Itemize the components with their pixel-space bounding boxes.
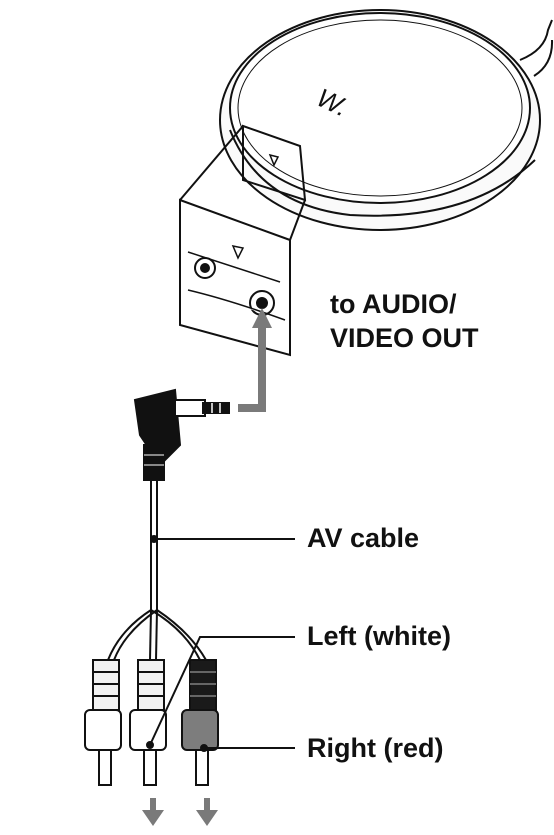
down-arrow-icon: [142, 798, 218, 826]
left-white-label: Left (white): [307, 621, 451, 651]
av-cable: [107, 480, 207, 661]
mini-plug: [133, 388, 230, 481]
audio-video-out-line2: VIDEO OUT: [330, 323, 479, 353]
cd-player-device: W.: [219, 9, 554, 231]
right-red-label: Right (red): [307, 733, 444, 763]
audio-video-out-line1: to AUDIO/: [330, 289, 457, 319]
rca-plug-video: [84, 659, 122, 786]
leader-lines: [146, 535, 295, 752]
audio-video-out-label: to AUDIO/ VIDEO OUT: [330, 287, 479, 355]
small-triangle-icon: [231, 153, 280, 260]
rca-plug-right-red: [181, 659, 219, 786]
av-cable-label: AV cable: [307, 523, 420, 553]
connection-arrow: [238, 308, 272, 412]
rca-plug-left-white: [129, 659, 167, 786]
